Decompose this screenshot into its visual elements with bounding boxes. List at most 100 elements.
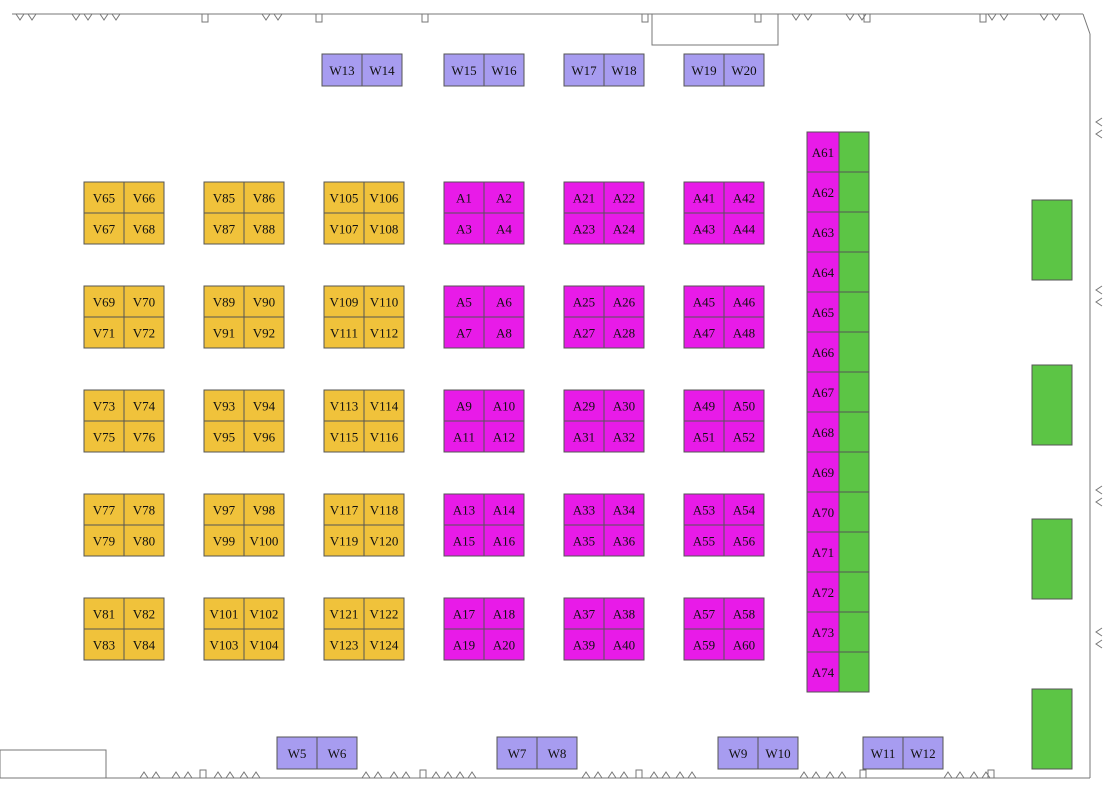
vendor-booth[interactable]: V106 <box>363 181 405 214</box>
vendor-booth[interactable]: V107 <box>323 212 365 245</box>
vendor-booth[interactable]: V89 <box>203 285 245 318</box>
vendor-booth[interactable]: V91 <box>203 316 245 349</box>
vendor-booth[interactable]: V68 <box>123 212 165 245</box>
vendor-booth[interactable]: V100 <box>243 524 285 557</box>
vendor-booth[interactable]: V122 <box>363 597 405 630</box>
artist-booth[interactable]: A23 <box>563 212 605 245</box>
wall-booth[interactable]: W6 <box>316 736 358 770</box>
vendor-booth[interactable]: V121 <box>323 597 365 630</box>
artist-booth[interactable]: A24 <box>603 212 645 245</box>
vendor-booth[interactable]: V66 <box>123 181 165 214</box>
artist-booth[interactable]: A44 <box>723 212 765 245</box>
artist-booth[interactable]: A17 <box>443 597 485 630</box>
artist-booth[interactable]: A21 <box>563 181 605 214</box>
artist-booth[interactable]: A74 <box>806 651 840 693</box>
artist-booth[interactable]: A5 <box>443 285 485 318</box>
artist-booth[interactable]: A30 <box>603 389 645 422</box>
vendor-booth[interactable]: V93 <box>203 389 245 422</box>
artist-booth[interactable]: A68 <box>806 411 840 453</box>
vendor-booth[interactable]: V104 <box>243 628 285 661</box>
artist-booth[interactable]: A1 <box>443 181 485 214</box>
artist-booth[interactable]: A60 <box>723 628 765 661</box>
wall-booth[interactable]: W20 <box>723 53 765 87</box>
artist-booth[interactable]: A62 <box>806 171 840 213</box>
artist-booth[interactable]: A47 <box>683 316 725 349</box>
artist-booth[interactable]: A34 <box>603 493 645 526</box>
artist-booth[interactable]: A4 <box>483 212 525 245</box>
artist-booth[interactable]: A3 <box>443 212 485 245</box>
vendor-booth[interactable]: V120 <box>363 524 405 557</box>
artist-booth[interactable]: A9 <box>443 389 485 422</box>
vendor-booth[interactable]: V99 <box>203 524 245 557</box>
vendor-booth[interactable]: V70 <box>123 285 165 318</box>
wall-booth[interactable]: W8 <box>536 736 578 770</box>
artist-booth[interactable]: A52 <box>723 420 765 453</box>
wall-booth[interactable]: W12 <box>902 736 944 770</box>
artist-booth[interactable]: A69 <box>806 451 840 493</box>
vendor-booth[interactable]: V76 <box>123 420 165 453</box>
vendor-booth[interactable]: V101 <box>203 597 245 630</box>
vendor-booth[interactable]: V79 <box>83 524 125 557</box>
artist-booth[interactable]: A22 <box>603 181 645 214</box>
vendor-booth[interactable]: V94 <box>243 389 285 422</box>
vendor-booth[interactable]: V81 <box>83 597 125 630</box>
vendor-booth[interactable]: V90 <box>243 285 285 318</box>
vendor-booth[interactable]: V115 <box>323 420 365 453</box>
vendor-booth[interactable]: V96 <box>243 420 285 453</box>
vendor-booth[interactable]: V116 <box>363 420 405 453</box>
vendor-booth[interactable]: V119 <box>323 524 365 557</box>
vendor-booth[interactable]: V109 <box>323 285 365 318</box>
artist-booth[interactable]: A42 <box>723 181 765 214</box>
vendor-booth[interactable]: V65 <box>83 181 125 214</box>
wall-booth[interactable]: W14 <box>361 53 403 87</box>
vendor-booth[interactable]: V84 <box>123 628 165 661</box>
vendor-booth[interactable]: V97 <box>203 493 245 526</box>
artist-booth[interactable]: A58 <box>723 597 765 630</box>
artist-booth[interactable]: A27 <box>563 316 605 349</box>
artist-booth[interactable]: A43 <box>683 212 725 245</box>
artist-booth[interactable]: A54 <box>723 493 765 526</box>
vendor-booth[interactable]: V114 <box>363 389 405 422</box>
wall-booth[interactable]: W19 <box>683 53 725 87</box>
artist-booth[interactable]: A8 <box>483 316 525 349</box>
vendor-booth[interactable]: V113 <box>323 389 365 422</box>
vendor-booth[interactable]: V98 <box>243 493 285 526</box>
artist-booth[interactable]: A13 <box>443 493 485 526</box>
vendor-booth[interactable]: V67 <box>83 212 125 245</box>
artist-booth[interactable]: A20 <box>483 628 525 661</box>
vendor-booth[interactable]: V71 <box>83 316 125 349</box>
artist-booth[interactable]: A61 <box>806 131 840 173</box>
vendor-booth[interactable]: V117 <box>323 493 365 526</box>
artist-booth[interactable]: A26 <box>603 285 645 318</box>
vendor-booth[interactable]: V108 <box>363 212 405 245</box>
vendor-booth[interactable]: V92 <box>243 316 285 349</box>
vendor-booth[interactable]: V105 <box>323 181 365 214</box>
vendor-booth[interactable]: V102 <box>243 597 285 630</box>
artist-booth[interactable]: A15 <box>443 524 485 557</box>
vendor-booth[interactable]: V75 <box>83 420 125 453</box>
artist-booth[interactable]: A66 <box>806 331 840 373</box>
vendor-booth[interactable]: V112 <box>363 316 405 349</box>
artist-booth[interactable]: A35 <box>563 524 605 557</box>
wall-booth[interactable]: W10 <box>757 736 799 770</box>
vendor-booth[interactable]: V86 <box>243 181 285 214</box>
wall-booth[interactable]: W16 <box>483 53 525 87</box>
artist-booth[interactable]: A7 <box>443 316 485 349</box>
vendor-booth[interactable]: V110 <box>363 285 405 318</box>
wall-booth[interactable]: W17 <box>563 53 605 87</box>
vendor-booth[interactable]: V74 <box>123 389 165 422</box>
artist-booth[interactable]: A70 <box>806 491 840 533</box>
artist-booth[interactable]: A56 <box>723 524 765 557</box>
artist-booth[interactable]: A33 <box>563 493 605 526</box>
artist-booth[interactable]: A41 <box>683 181 725 214</box>
artist-booth[interactable]: A63 <box>806 211 840 253</box>
vendor-booth[interactable]: V73 <box>83 389 125 422</box>
wall-booth[interactable]: W7 <box>496 736 538 770</box>
vendor-booth[interactable]: V82 <box>123 597 165 630</box>
artist-booth[interactable]: A71 <box>806 531 840 573</box>
artist-booth[interactable]: A50 <box>723 389 765 422</box>
vendor-booth[interactable]: V95 <box>203 420 245 453</box>
artist-booth[interactable]: A2 <box>483 181 525 214</box>
vendor-booth[interactable]: V77 <box>83 493 125 526</box>
artist-booth[interactable]: A57 <box>683 597 725 630</box>
